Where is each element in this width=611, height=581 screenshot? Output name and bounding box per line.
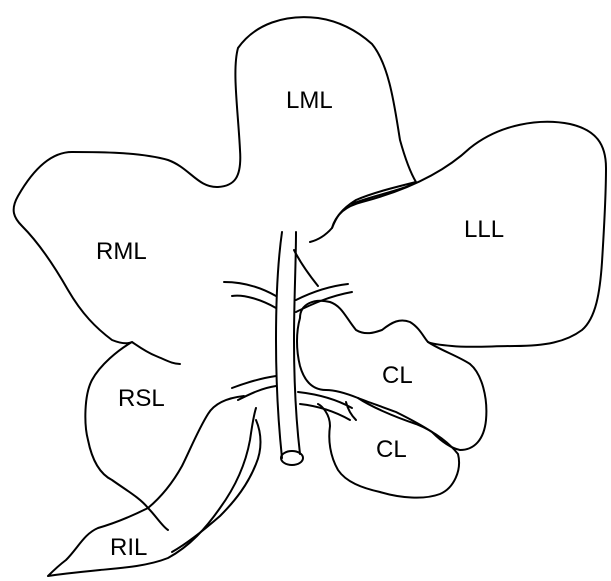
vessel-branch-upper-right [294,250,318,286]
vessel-branch-left-upper [224,282,276,308]
label-rsl: RSL [118,385,165,412]
label-rml: RML [96,238,147,265]
ril-lobe-outline [48,396,256,576]
label-cl-lower: CL [376,436,407,463]
label-lll: LLL [464,216,504,243]
label-ril: RIL [110,534,147,561]
label-cl-upper: CL [382,362,413,389]
ril-inner-edge [172,420,261,552]
vena-cava-opening [281,451,303,465]
main-lobe-outline [14,17,416,530]
vessel-branch-right-upper [296,284,352,312]
label-lml: LML [286,87,333,114]
